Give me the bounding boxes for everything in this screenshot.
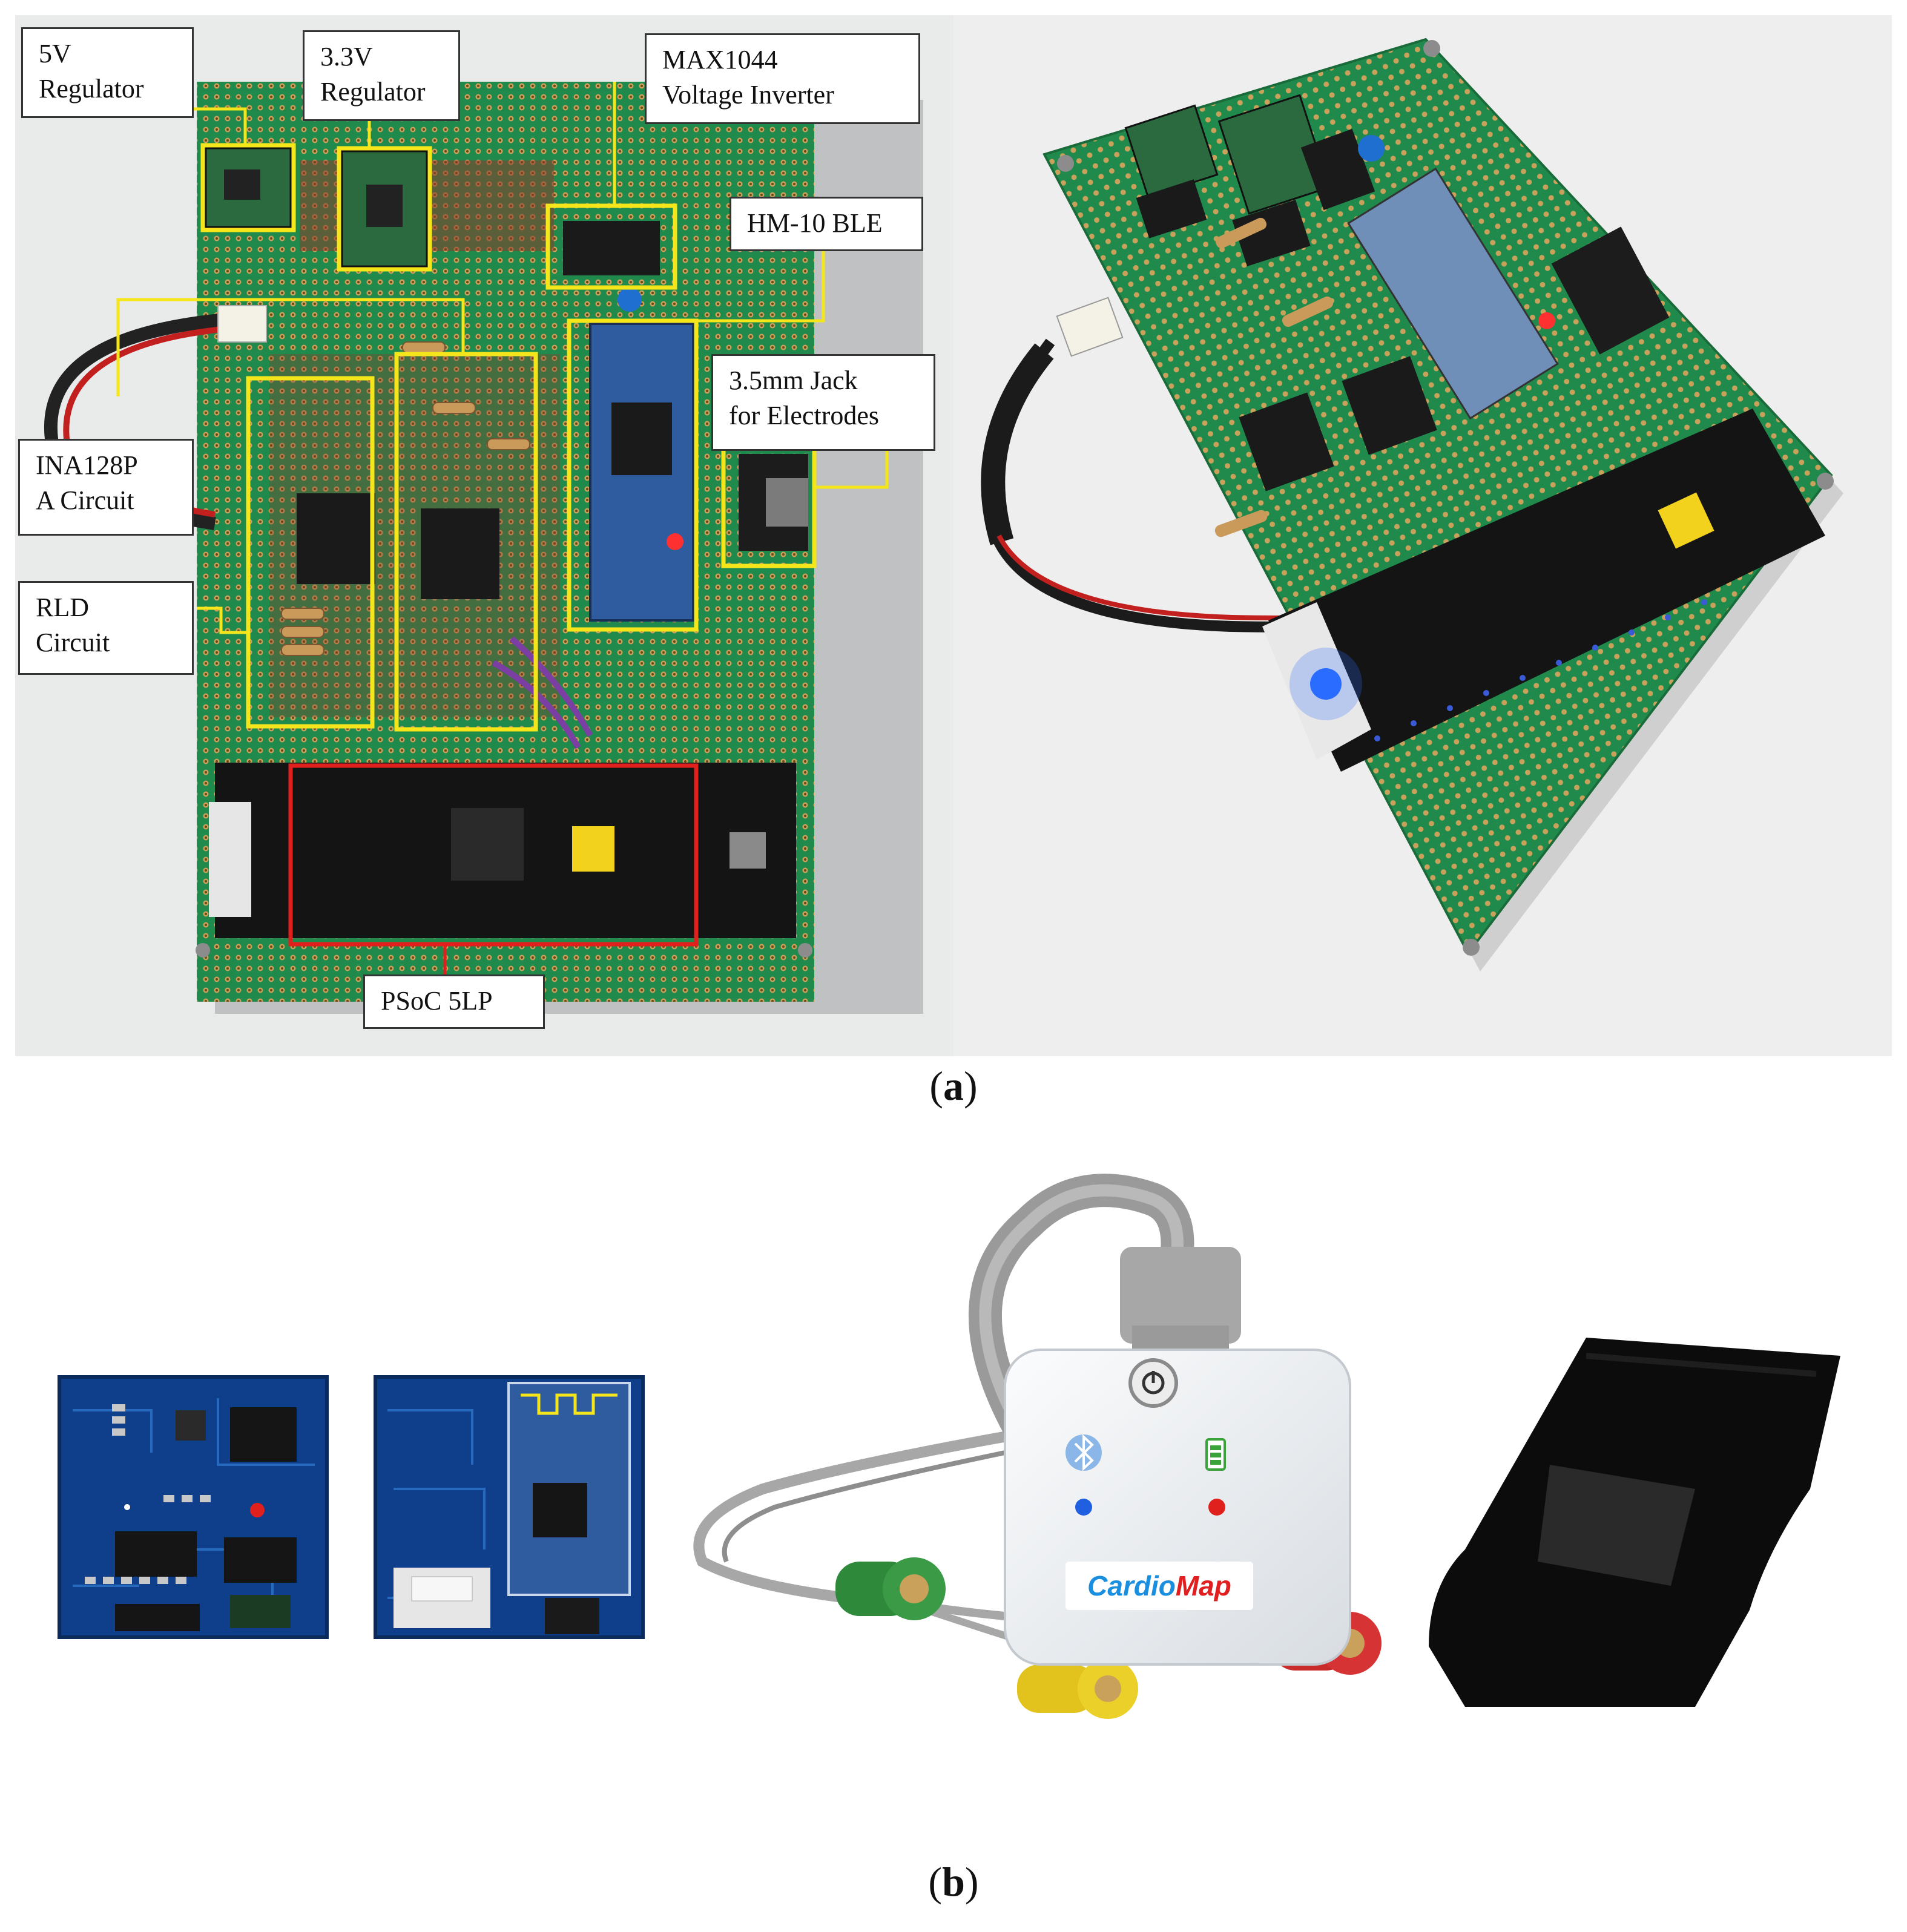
brand-cardio: Cardio xyxy=(1087,1570,1176,1602)
photo-board-perspective xyxy=(954,15,1892,1056)
battery-icon xyxy=(1205,1438,1226,1471)
callout-ina128p: INA128P A Circuit xyxy=(18,439,194,536)
electrode-yellow xyxy=(1017,1658,1138,1719)
panel-b-label: (b) xyxy=(928,1859,979,1905)
callout-psoc: PSoC 5LP xyxy=(363,974,545,1029)
highlight-5v-regulator xyxy=(200,143,296,232)
cardiomap-device xyxy=(1004,1349,1351,1666)
callout-jack: 3.5mm Jack for Electrodes xyxy=(711,354,935,451)
highlight-rld xyxy=(394,352,538,732)
led-blue xyxy=(1075,1499,1092,1516)
brand-map: Map xyxy=(1175,1570,1231,1602)
electrode-green xyxy=(835,1557,946,1620)
opamp-chip xyxy=(421,508,499,599)
highlight-psoc xyxy=(288,763,699,947)
led-red xyxy=(1208,1499,1225,1516)
callout-33v-regulator: 3.3V Regulator xyxy=(303,30,460,121)
callout-5v-regulator: 5V Regulator xyxy=(21,27,194,118)
max1044-chip xyxy=(563,221,660,275)
panel-a-label: (a) xyxy=(929,1063,978,1109)
hm10-module xyxy=(589,323,694,622)
callout-max1044: MAX1044 Voltage Inverter xyxy=(645,33,920,124)
panel-a: 5V Regulator 3.3V Regulator MAX1044 Volt… xyxy=(15,15,1892,1109)
board-perspective-drawing xyxy=(981,38,1843,971)
ina128p-chip xyxy=(297,493,375,584)
callout-rld: RLD Circuit xyxy=(18,581,194,675)
callout-hm10: HM-10 BLE xyxy=(730,197,923,251)
panel-b-drawing xyxy=(58,1174,1840,1719)
pcb-render-analog xyxy=(58,1375,329,1639)
highlight-max1044 xyxy=(545,203,677,290)
photo-board-top-view: 5V Regulator 3.3V Regulator MAX1044 Volt… xyxy=(15,15,954,1056)
board-top-view-drawing xyxy=(44,82,923,1014)
highlight-hm10 xyxy=(567,318,699,632)
bluetooth-icon xyxy=(1065,1434,1102,1471)
chest-strap xyxy=(1429,1338,1840,1707)
highlight-ina128p xyxy=(246,376,375,729)
highlight-33v-regulator xyxy=(337,146,432,272)
pcb-render-bluetooth xyxy=(374,1375,645,1639)
